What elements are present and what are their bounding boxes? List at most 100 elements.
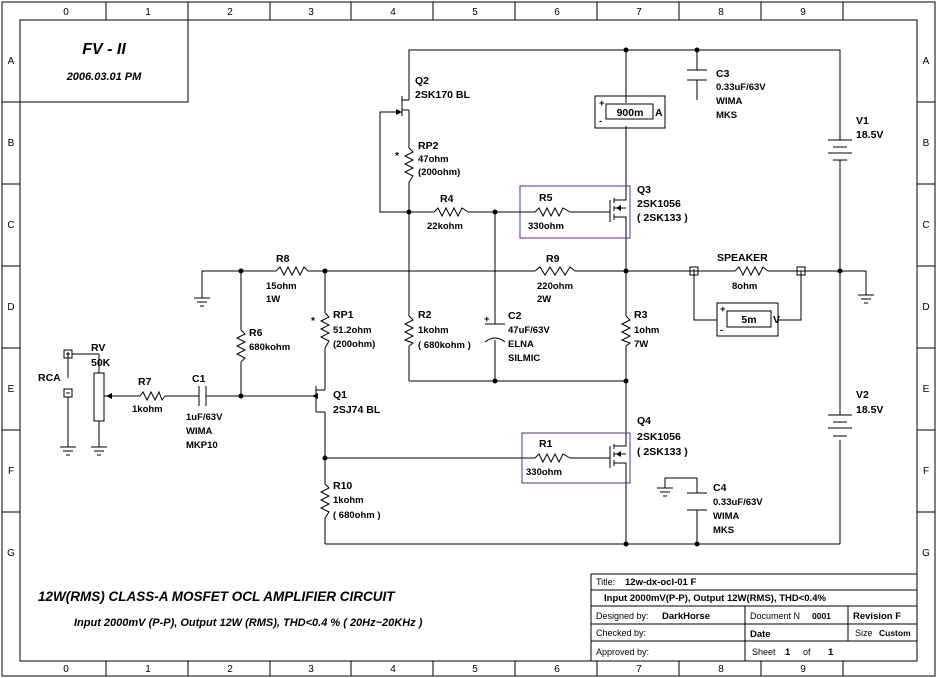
q3-ref: Q3 (637, 184, 651, 196)
rp1-alt: (200ohm) (333, 339, 375, 350)
row-label-right: D (922, 302, 929, 313)
row-label-left: C (7, 220, 14, 231)
tb-of-label: of (803, 647, 811, 657)
c3-brand: WIMA (716, 96, 743, 107)
resistor-r8 (275, 265, 309, 277)
col-label-top: 1 (145, 7, 151, 18)
resistor-r9 (534, 266, 576, 276)
header-box (20, 20, 189, 103)
rp2-alt: (200ohm) (418, 167, 460, 178)
rp2-value: 47ohm (418, 154, 449, 165)
resistor-r4 (433, 206, 469, 218)
r3-value: 1ohm (634, 325, 659, 336)
r3-ref: R3 (634, 309, 648, 321)
component-labels: Q2 2SK170 BL * RP2 47ohm (200ohm) R4 22k… (38, 68, 883, 536)
col-label-bottom: 9 (800, 664, 806, 675)
r5-value: 330ohm (528, 221, 564, 232)
q3-alt: ( 2SK133 ) (637, 212, 688, 224)
row-label-left: G (7, 548, 15, 559)
resistor-rp1 (319, 312, 331, 349)
r10-alt: ( 680ohm ) (333, 510, 381, 521)
q3-part: 2SK1056 (637, 198, 681, 210)
q1-ref: Q1 (333, 389, 347, 401)
col-label-top: 8 (718, 7, 724, 18)
tb-size-label: Size (855, 628, 873, 638)
col-label-bottom: 7 (636, 664, 642, 675)
resistor-r7 (139, 390, 166, 402)
project-date: 2006.03.01 PM (66, 71, 142, 83)
r2-value: 1kohm (418, 325, 449, 336)
resistor-r10 (319, 483, 331, 519)
rca-connector (63, 349, 100, 398)
tb-description: Input 2000mV(P-P), Output 12W(RMS), THD<… (604, 593, 827, 604)
capacitor-c3 (687, 69, 707, 81)
resistor-rp2 (403, 147, 415, 183)
c3-type: MKS (716, 110, 737, 121)
tb-document-label: Document N (750, 611, 800, 621)
rv-value: 50K (91, 357, 111, 369)
row-label-left: B (8, 138, 15, 149)
speaker-symbol (734, 265, 769, 277)
c1-type: MKP10 (186, 440, 218, 451)
r8-power: 1W (266, 294, 280, 305)
frame-row-labels: A B C D E F G A B C D E F G (7, 56, 930, 559)
battery-v1 (828, 139, 852, 161)
r6-ref: R6 (249, 327, 263, 339)
capacitor-c4 (687, 492, 707, 511)
tb-revision: Revision F (853, 611, 901, 622)
ground-icon (858, 294, 874, 304)
c4-type: MKS (713, 525, 734, 536)
project-title: FV - II (82, 41, 126, 58)
r7-value: 1kohm (132, 404, 163, 415)
q4-alt: ( 2SK133 ) (637, 446, 688, 458)
tb-checked-label: Checked by: (596, 628, 646, 638)
rp1-mark: * (311, 315, 316, 327)
tb-title-label: Title: (596, 577, 615, 587)
row-label-right: E (923, 384, 930, 395)
ammeter-minus: - (599, 116, 602, 127)
voltmeter-plus: + (720, 304, 726, 315)
transistor-q3 (519, 185, 631, 239)
col-label-top: 6 (554, 7, 560, 18)
tb-sheet-label: Sheet (752, 647, 776, 657)
v2-value: 18.5V (856, 404, 883, 416)
ground-icon (657, 487, 673, 497)
ammeter-plus: + (599, 98, 605, 109)
col-label-bottom: 1 (145, 664, 151, 675)
inner-frame (19, 19, 918, 662)
row-label-right: G (922, 548, 930, 559)
col-label-bottom: 3 (308, 664, 314, 675)
transistor-q1 (312, 386, 325, 413)
ground-icon (91, 446, 107, 456)
c4-value: 0.33uF/63V (713, 497, 763, 508)
col-label-top: 2 (227, 7, 233, 18)
ammeter: + - 900m A (594, 95, 666, 129)
r1-value: 330ohm (526, 467, 562, 478)
c4-brand: WIMA (713, 511, 740, 522)
transistor-q2 (396, 90, 410, 116)
r1-ref: R1 (539, 438, 553, 450)
row-label-left: A (8, 56, 15, 67)
potentiometer-rv (93, 372, 112, 422)
tb-size-value: Custom (879, 628, 911, 638)
q4-ref: Q4 (637, 415, 651, 427)
resistor-symbols (139, 147, 769, 519)
c2-ref: C2 (508, 310, 522, 322)
speaker-ref: SPEAKER (717, 252, 768, 264)
rca-label: RCA (38, 372, 61, 384)
col-label-top: 0 (63, 7, 69, 18)
r4-value: 22kohm (427, 221, 463, 232)
r4-ref: R4 (440, 193, 454, 205)
transistor-q4 (521, 432, 631, 484)
col-label-bottom: 4 (390, 664, 396, 675)
battery-v2 (828, 414, 852, 437)
v2-ref: V2 (856, 389, 869, 401)
ground-icon (194, 297, 210, 307)
speaker-terminals (689, 266, 806, 276)
r9-value: 220ohm (537, 281, 573, 292)
col-label-bottom: 6 (554, 664, 560, 675)
r2-alt: ( 680kohm ) (418, 340, 471, 351)
r5-ref: R5 (539, 192, 553, 204)
q2-part: 2SK170 BL (415, 89, 470, 101)
